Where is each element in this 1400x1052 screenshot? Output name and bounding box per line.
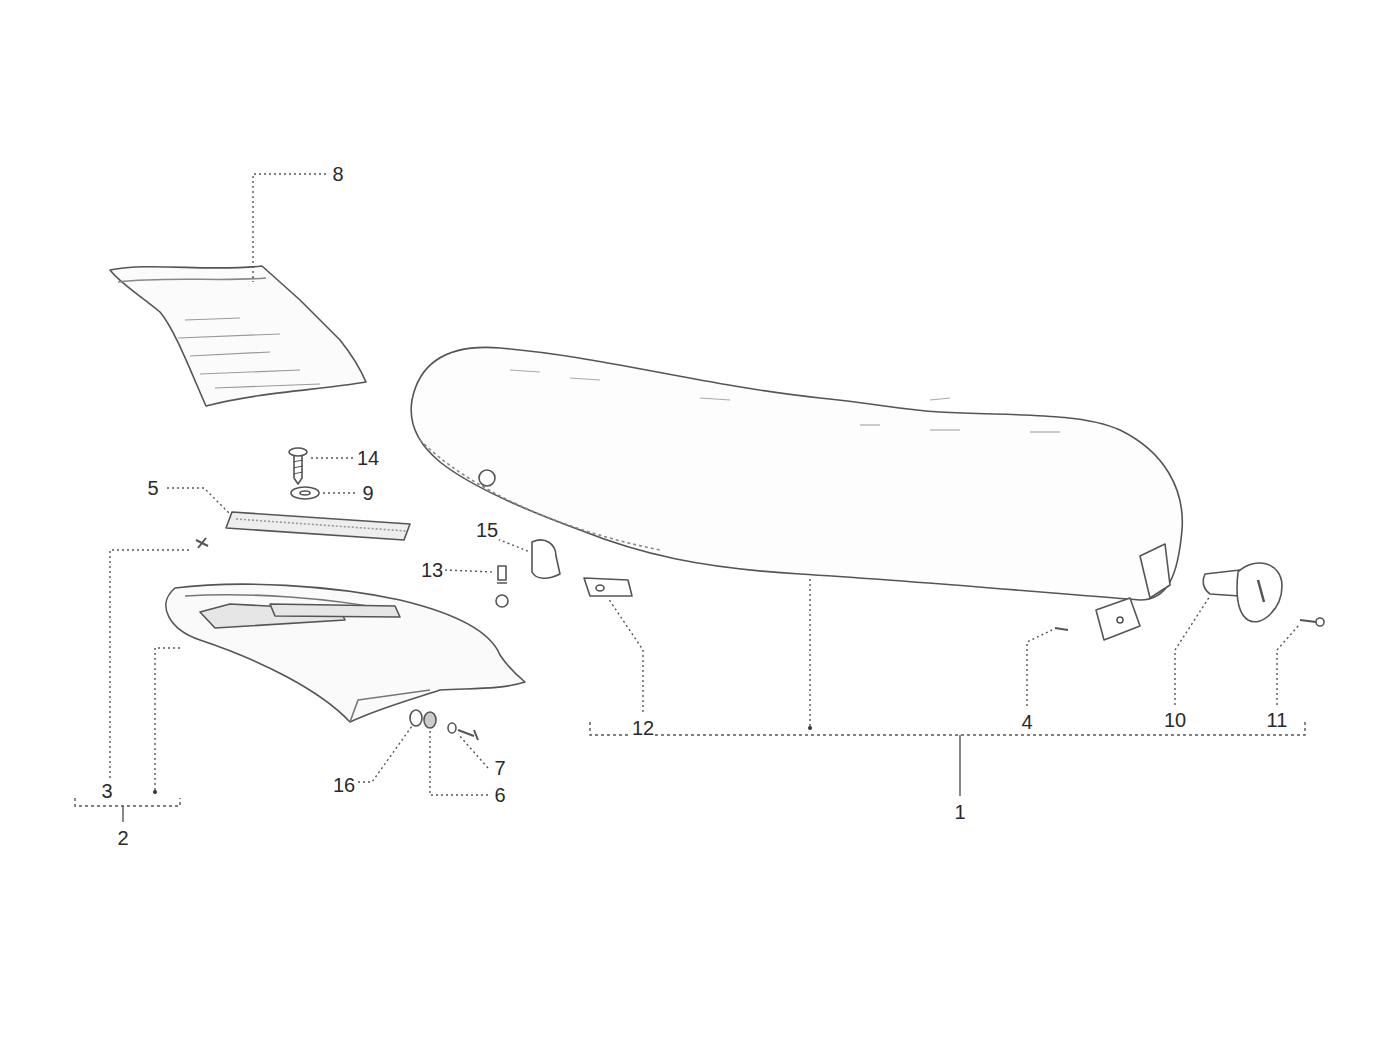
callout-number: 16 (332, 775, 356, 795)
seat (411, 347, 1182, 600)
hinge-bracket (1096, 598, 1140, 640)
washer (410, 710, 422, 726)
callout-number: 5 (146, 478, 159, 498)
bolt (458, 730, 478, 740)
callout-number: 7 (493, 758, 506, 778)
callout-number: 15 (475, 520, 499, 540)
callout-number: 12 (631, 718, 655, 738)
manual-packet (110, 266, 366, 406)
screw (196, 538, 208, 548)
reflector-strip (226, 512, 410, 540)
callout-number: 14 (356, 448, 380, 468)
leader-lines (110, 174, 1300, 795)
bolt (497, 566, 507, 583)
washer (448, 723, 456, 733)
washer (291, 487, 319, 499)
callout-number: 8 (331, 164, 344, 184)
callout-number: 13 (420, 560, 444, 580)
pin (1300, 620, 1316, 622)
callout-number: 11 (1266, 710, 1289, 730)
washer (496, 595, 508, 607)
callout-number: 10 (1163, 710, 1187, 730)
brackets (75, 722, 1305, 822)
bolt (1055, 628, 1068, 630)
seat-cover (166, 584, 525, 722)
callout-number: 6 (493, 785, 506, 805)
rubber-buffer (532, 540, 560, 578)
callout-number: 1 (953, 802, 966, 822)
screw (289, 448, 307, 484)
seat-hinge (1140, 544, 1170, 598)
seat-lock (1203, 563, 1282, 622)
callout-number: 4 (1020, 712, 1033, 732)
latch-plate (584, 578, 632, 596)
callout-number: 2 (116, 828, 129, 848)
manual-fold (118, 278, 266, 282)
callout-number: 3 (100, 781, 113, 801)
callout-number: 9 (361, 483, 374, 503)
manual-print (178, 318, 320, 388)
nut (424, 712, 436, 728)
